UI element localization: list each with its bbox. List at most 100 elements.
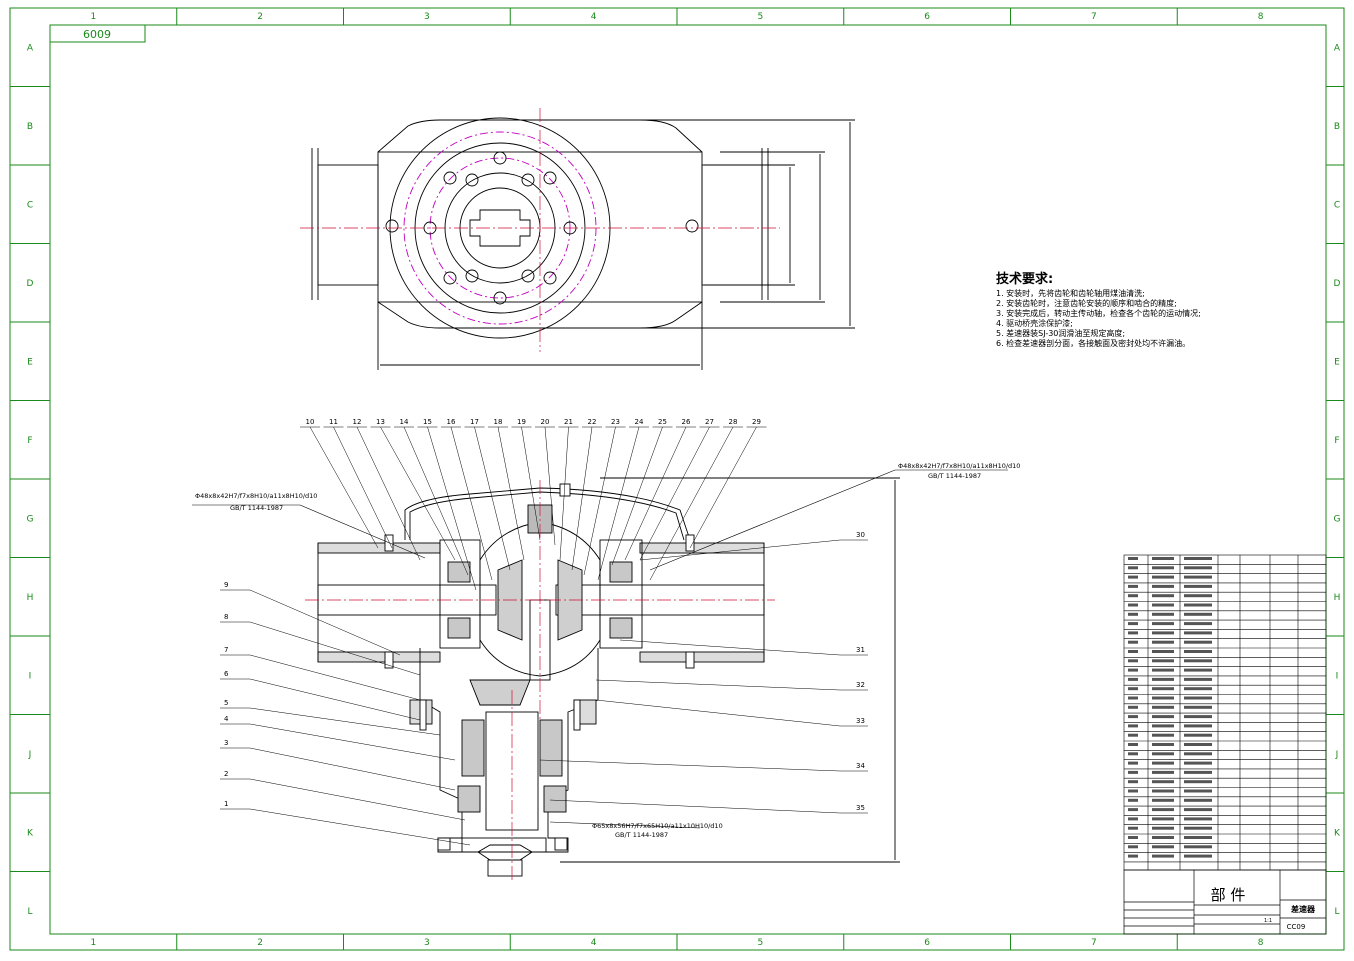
bom-seq-mark (1128, 789, 1138, 793)
bom-seq-mark (1128, 817, 1138, 821)
bom-code-mark (1152, 631, 1174, 635)
bom-seq-mark (1128, 677, 1138, 681)
bom-seq-mark (1128, 640, 1138, 644)
callout-number: 33 (856, 717, 865, 725)
bom-seq-mark (1128, 743, 1138, 746)
callout-number: 17 (470, 418, 479, 426)
bom-name-mark (1184, 845, 1212, 849)
lower-housing (419, 648, 599, 853)
bom-seq-mark (1128, 826, 1138, 830)
drawing-code: 6009 (83, 28, 111, 41)
bom-seq-mark (1128, 622, 1138, 626)
bom-seq-mark (1128, 687, 1138, 691)
zone-column-label: 2 (257, 938, 263, 948)
zone-row-label: E (1334, 357, 1340, 367)
bom-seq-mark (1128, 603, 1138, 607)
title-block (1123, 869, 1327, 935)
zone-row-label: K (27, 828, 34, 838)
zone-row-label: C (27, 200, 33, 210)
bom-name-mark (1184, 687, 1212, 691)
zone-row-label: J (1335, 750, 1339, 760)
bom-name-mark (1184, 659, 1212, 663)
bom-name-mark (1184, 603, 1212, 607)
inner-frame (49, 24, 1327, 935)
bom-name-mark (1184, 724, 1212, 728)
callout-number: 9 (224, 581, 228, 589)
callout-number: 29 (752, 418, 761, 426)
callout-number: 28 (729, 418, 738, 426)
zone-column-label: 5 (758, 938, 764, 948)
callout-number: 18 (494, 418, 503, 426)
technical-requirements: 技术要求: 1. 安装时，先将齿轮和齿轮轴用煤油清洗; 2. 安装齿轮时，注意齿… (996, 268, 1326, 349)
bom-code-mark (1152, 640, 1174, 644)
bom-name-mark (1184, 612, 1212, 616)
bom-name-mark (1184, 594, 1212, 598)
bom-seq-mark (1128, 659, 1138, 663)
bom-seq-mark (1128, 594, 1138, 598)
tech-title: 技术要求: (996, 272, 1054, 287)
callout-number: 19 (517, 418, 526, 426)
bom-name-mark (1184, 798, 1212, 802)
zone-row-label: D (27, 279, 34, 289)
zone-column-label: 8 (1258, 12, 1264, 22)
callout-number: 26 (682, 418, 691, 426)
right-spline-std: GB/T 1144-1987 (928, 472, 981, 480)
callout-number: 23 (611, 418, 620, 426)
bom-code-mark (1152, 566, 1174, 570)
bom-code-mark (1152, 780, 1174, 784)
callout-number: 31 (856, 646, 865, 654)
spline-hub (469, 209, 531, 247)
bom-name-mark (1184, 705, 1212, 709)
callout-number: 20 (541, 418, 550, 426)
title-part-code: CC09 (1287, 923, 1306, 931)
bill-of-materials (1123, 554, 1327, 871)
callout-number: 15 (423, 418, 432, 426)
bom-name-mark (1184, 780, 1212, 784)
bom-seq-mark (1128, 770, 1138, 774)
zone-column-label: 4 (591, 938, 597, 948)
bom-seq-mark (1128, 705, 1138, 709)
zone-column-label: 7 (1091, 12, 1097, 22)
outer-frame (9, 7, 1345, 951)
bom-seq-mark (1128, 612, 1138, 616)
bom-name-mark (1184, 817, 1212, 821)
zone-row-label: I (29, 671, 32, 681)
callout-number: 2 (224, 770, 228, 778)
bom-name-mark (1184, 826, 1212, 830)
callout-number: 13 (376, 418, 385, 426)
callout-number: 34 (856, 762, 865, 770)
bom-name-mark (1184, 770, 1212, 774)
bom-seq-mark (1128, 761, 1138, 765)
callout-number: 10 (306, 418, 315, 426)
bom-code-mark (1152, 603, 1174, 607)
top-centerlines (300, 108, 780, 352)
left-spline-spec: Φ48x8x42H7/f7x8H10/a11x8H10/d10 (195, 492, 317, 500)
bom-name-mark (1184, 566, 1212, 570)
left-axle-tube-top (317, 542, 441, 554)
bom-code-mark (1152, 715, 1174, 719)
bottom-spline-spec: Φ65x8x56H7/f7x65H10/a11x10H10/d10 (592, 822, 723, 830)
zone-row-label: G (27, 514, 34, 524)
bom-seq-mark (1128, 798, 1138, 802)
bom-code-mark (1152, 575, 1174, 579)
callout-number: 25 (658, 418, 667, 426)
zone-row-label: F (1334, 436, 1339, 446)
bom-code-mark (1152, 743, 1174, 746)
zone-row-label: I (1336, 671, 1339, 681)
bom-name-mark (1184, 854, 1212, 858)
bom-seq-mark (1128, 845, 1138, 849)
bom-code-mark (1152, 687, 1174, 691)
zone-row-label: B (27, 122, 33, 132)
bom-seq-mark (1128, 752, 1138, 756)
zone-row-label: L (27, 907, 32, 917)
callout-number: 30 (856, 531, 865, 539)
bom-code-mark (1152, 677, 1174, 681)
callout-number: 8 (224, 613, 228, 621)
zone-row-label: J (28, 750, 32, 760)
bom-name-mark (1184, 715, 1212, 719)
right-axle-housing (701, 164, 763, 286)
